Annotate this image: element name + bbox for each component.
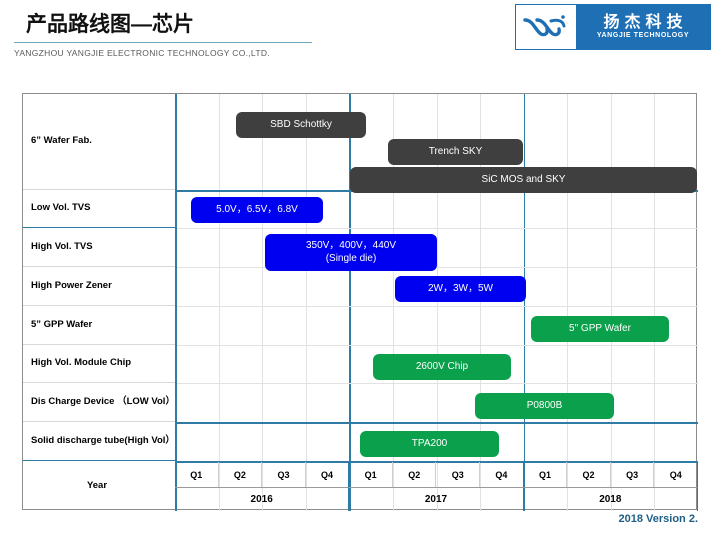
quarter-cell: Q2: [567, 462, 611, 487]
quarter-cell: Q1: [175, 462, 219, 487]
bar-sbd-schottky[interactable]: SBD Schottky: [236, 112, 366, 138]
logo-name-cn: 扬杰科技: [603, 13, 688, 31]
grid-row-divider: [175, 228, 698, 229]
grid-year-divider: [349, 94, 351, 511]
bar-sic-mos-and-sky[interactable]: SiC MOS and SKY: [350, 167, 697, 193]
grid-row-divider: [175, 383, 698, 384]
bar-p0800b[interactable]: P0800B: [475, 393, 614, 419]
bar-high-vol-tvs-values[interactable]: 350V，400V，440V (Single die): [265, 234, 437, 271]
grid-quarter-divider: [567, 94, 569, 511]
row-label-gpp-wafer: 5” GPP Wafer: [23, 306, 175, 345]
year-cell: 2018: [523, 487, 698, 511]
quarter-cell: Q3: [262, 462, 306, 487]
timeline-grid: [175, 94, 698, 511]
company-logo: 扬杰科技 YANGJIE TECHNOLOGY: [516, 5, 710, 49]
grid-row-divider: [175, 461, 698, 463]
grid-row-divider: [175, 306, 698, 307]
label-column-divider: [175, 94, 177, 511]
grid-quarter-divider: [305, 94, 307, 511]
logo-text: 扬杰科技 YANGJIE TECHNOLOGY: [576, 5, 710, 49]
row-label-wafer-fab: 6” Wafer Fab.: [23, 94, 175, 190]
quarter-cell: Q2: [219, 462, 263, 487]
bar-high-power-zener-values[interactable]: 2W，3W，5W: [395, 276, 526, 302]
row-label-high-power-zener: High Power Zener: [23, 267, 175, 306]
bar-2600v-chip[interactable]: 2600V Chip: [373, 354, 511, 380]
grid-row-divider: [175, 267, 698, 268]
bar-tpa200[interactable]: TPA200: [360, 431, 499, 457]
grid-quarter-divider: [654, 94, 656, 511]
bar-trench-sky[interactable]: Trench SKY: [388, 139, 523, 165]
row-label-high-vol-tvs: High Vol. TVS: [23, 228, 175, 267]
bar-low-vol-tvs-values[interactable]: 5.0V，6.5V，6.8V: [191, 197, 323, 223]
grid-quarter-divider: [392, 94, 394, 511]
row-label-year: Year: [86, 479, 108, 491]
grid-row-divider: [175, 422, 698, 424]
quarter-cell: Q3: [611, 462, 655, 487]
quarter-cell: Q1: [524, 462, 568, 487]
grid-year-divider: [523, 94, 526, 511]
row-label-solid-discharge-tube: Solid discharge tube(High Vol）: [23, 422, 175, 461]
logo-name-en: YANGJIE TECHNOLOGY: [596, 32, 690, 40]
year-cell: 2017: [349, 487, 524, 511]
bar-gpp-wafer[interactable]: 5" GPP Wafer: [531, 316, 669, 342]
page-title: 产品路线图—芯片: [26, 13, 194, 36]
year-cell: 2016: [175, 487, 350, 511]
row-label-discharge-device: Dis Charge Device （LOW Vol）: [23, 383, 175, 422]
company-subtitle: YANGZHOU YANGJIE ELECTRONIC TECHNOLOGY C…: [14, 48, 270, 58]
row-label-low-vol-tvs: Low Vol. TVS: [23, 190, 175, 228]
page-header: 产品路线图—芯片 YANGZHOU YANGJIE ELECTRONIC TEC…: [0, 0, 720, 60]
grid-quarter-divider: [480, 94, 482, 511]
grid-row-divider: [175, 345, 698, 346]
quarter-cell: Q3: [437, 462, 481, 487]
quarter-cell: Q2: [393, 462, 437, 487]
title-divider: [14, 42, 312, 43]
roadmap-table: 6” Wafer Fab. Low Vol. TVS High Vol. TVS…: [22, 93, 698, 511]
version-note: 2018 Version 2.: [618, 513, 699, 525]
grid-quarter-divider: [218, 94, 220, 511]
grid-quarter-divider: [436, 94, 438, 511]
quarter-cell: Q4: [480, 462, 524, 487]
quarter-cell: Q4: [306, 462, 350, 487]
grid-quarter-divider: [610, 94, 612, 511]
logo-mark-icon: [516, 5, 576, 49]
quarter-cell: Q1: [349, 462, 393, 487]
grid-quarter-divider: [262, 94, 264, 511]
quarter-cell: Q4: [654, 462, 698, 487]
row-label-module-chip: High Vol. Module Chip: [23, 345, 175, 383]
